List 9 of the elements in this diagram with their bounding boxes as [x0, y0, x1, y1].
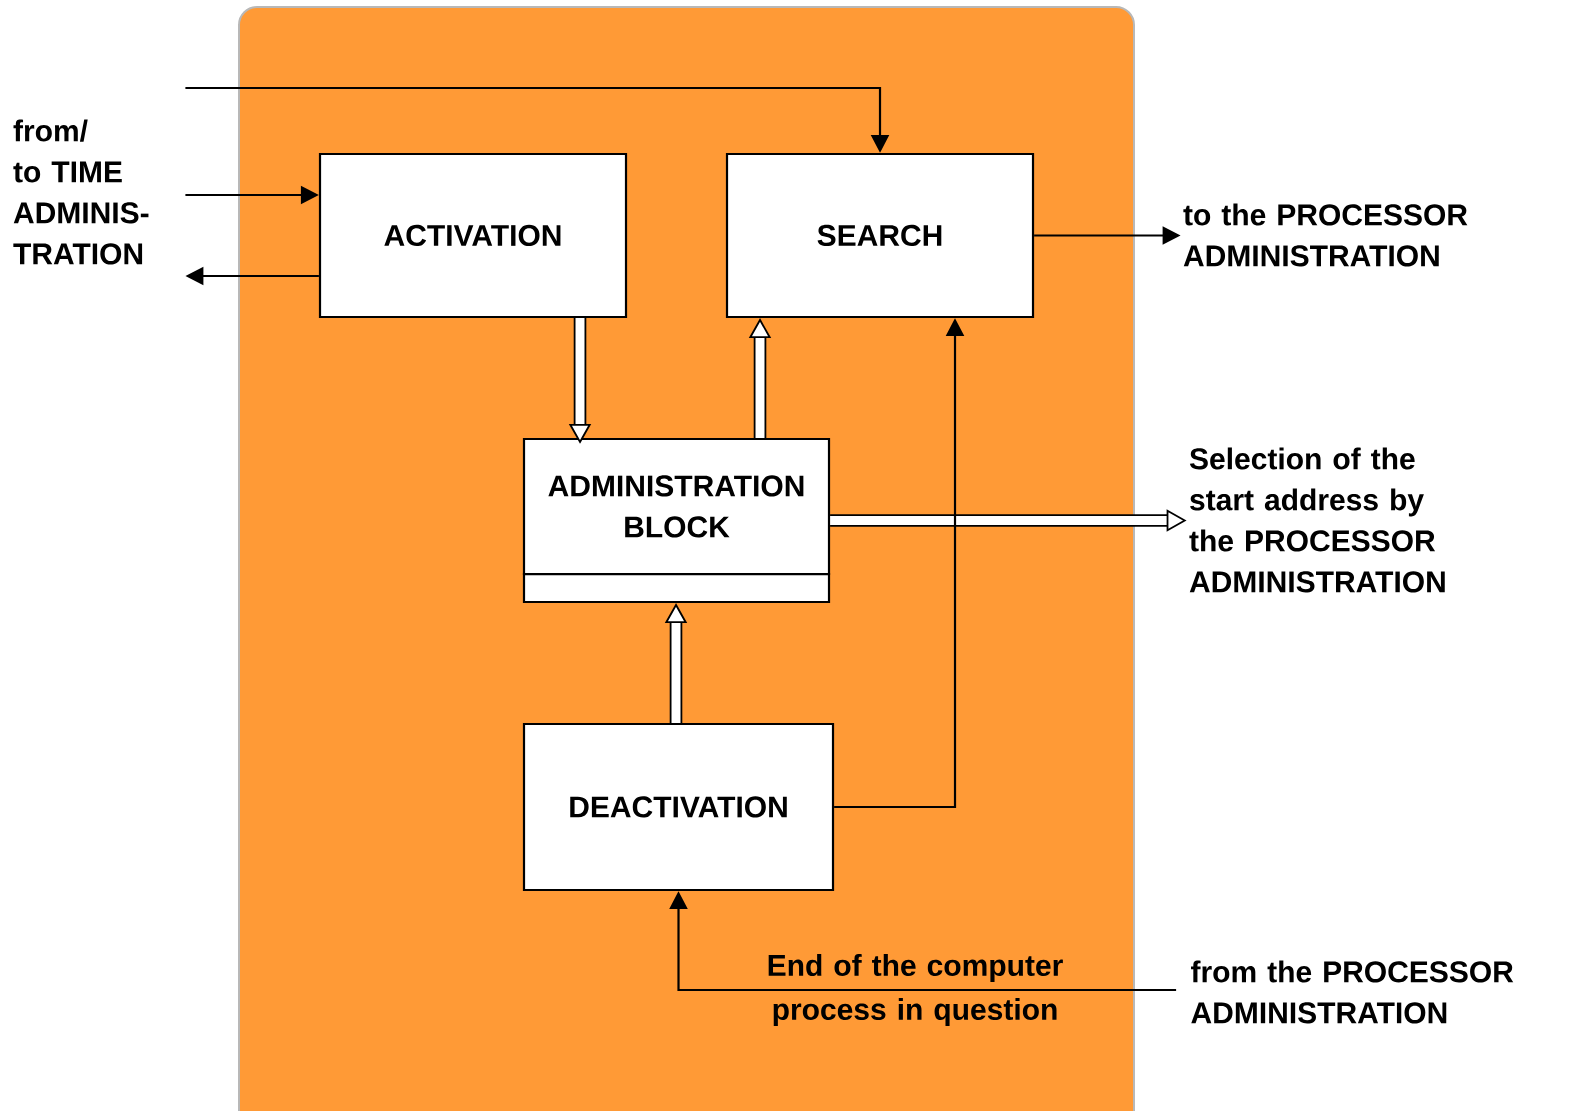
- side-label: from the PROCESSOR ADMINISTRATION: [1191, 960, 1514, 1024]
- side-label: Selection of the start address by the PROCESSOR ADMINISTRATION: [1189, 447, 1445, 593]
- process-box: ACTIVATION: [318, 152, 628, 319]
- side-label: from/ to TIME ADMINIS- TRATION: [13, 119, 149, 265]
- side-label: to the PROCESSOR ADMINISTRATION: [1183, 203, 1468, 267]
- edge-label: End of the computer process in question: [768, 954, 1063, 1026]
- process-box: SEARCH: [725, 152, 1035, 319]
- block-box: ADMINISTRATION BLOCK: [522, 437, 831, 604]
- process-box: DEACTIVATION: [522, 722, 835, 892]
